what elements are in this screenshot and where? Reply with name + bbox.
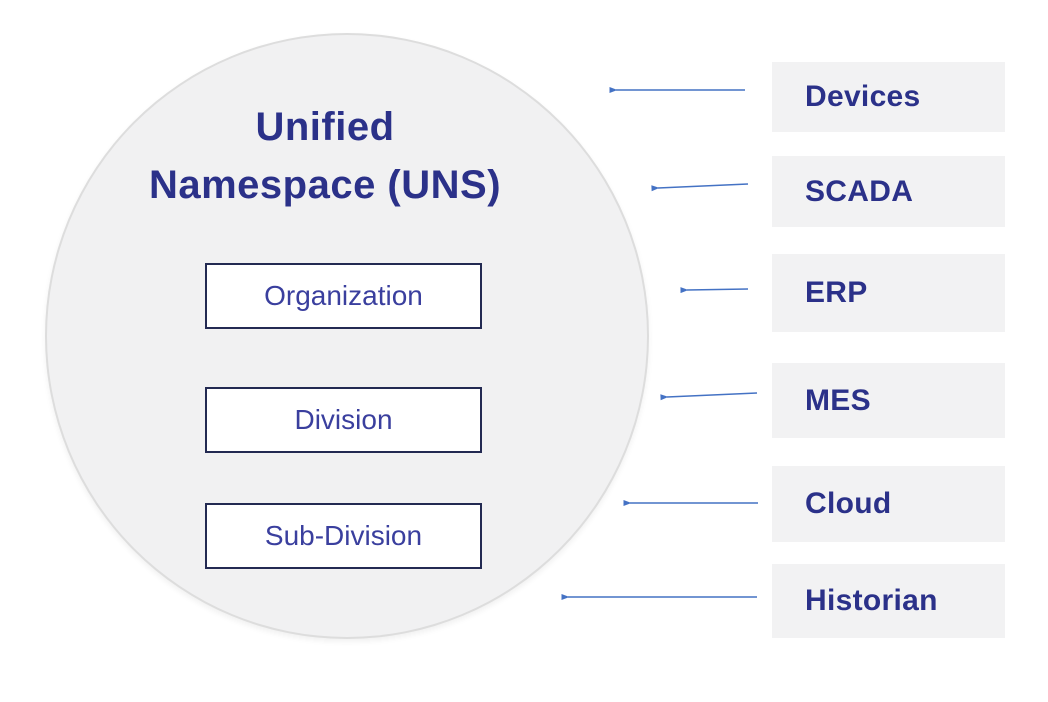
source-box-erp-label: ERP — [805, 276, 868, 309]
diagram-title: Unified Namespace (UNS) — [60, 98, 590, 214]
source-box-scada-label: SCADA — [805, 174, 914, 208]
hierarchy-box-organization: Organization — [205, 263, 482, 329]
hierarchy-box-sub-division: Sub-Division — [205, 503, 482, 569]
diagram-title-line1: Unified — [255, 105, 395, 149]
arrow-mes-icon — [660, 392, 758, 401]
arrow-erp-icon — [680, 287, 749, 294]
hierarchy-box-organization-label: Organization — [264, 280, 423, 311]
hierarchy-box-division-label: Division — [294, 404, 393, 435]
diagram-title-line2: Namespace (UNS) — [148, 163, 502, 207]
source-box-mes-label: MES — [805, 383, 871, 417]
source-box-cloud-label: Cloud — [805, 487, 892, 520]
hierarchy-box-division: Division — [205, 387, 482, 453]
source-box-historian-label: Historian — [805, 584, 938, 617]
source-box-mes: MES — [772, 363, 1005, 438]
source-box-erp: ERP — [772, 254, 1005, 332]
source-box-devices: Devices — [772, 62, 1005, 132]
arrow-scada-icon — [651, 183, 749, 192]
source-box-devices-label: Devices — [805, 80, 921, 113]
source-box-scada: SCADA — [772, 156, 1005, 227]
hierarchy-box-sub-division-label: Sub-Division — [264, 520, 423, 551]
source-box-historian: Historian — [772, 564, 1005, 638]
source-box-cloud: Cloud — [772, 466, 1005, 542]
